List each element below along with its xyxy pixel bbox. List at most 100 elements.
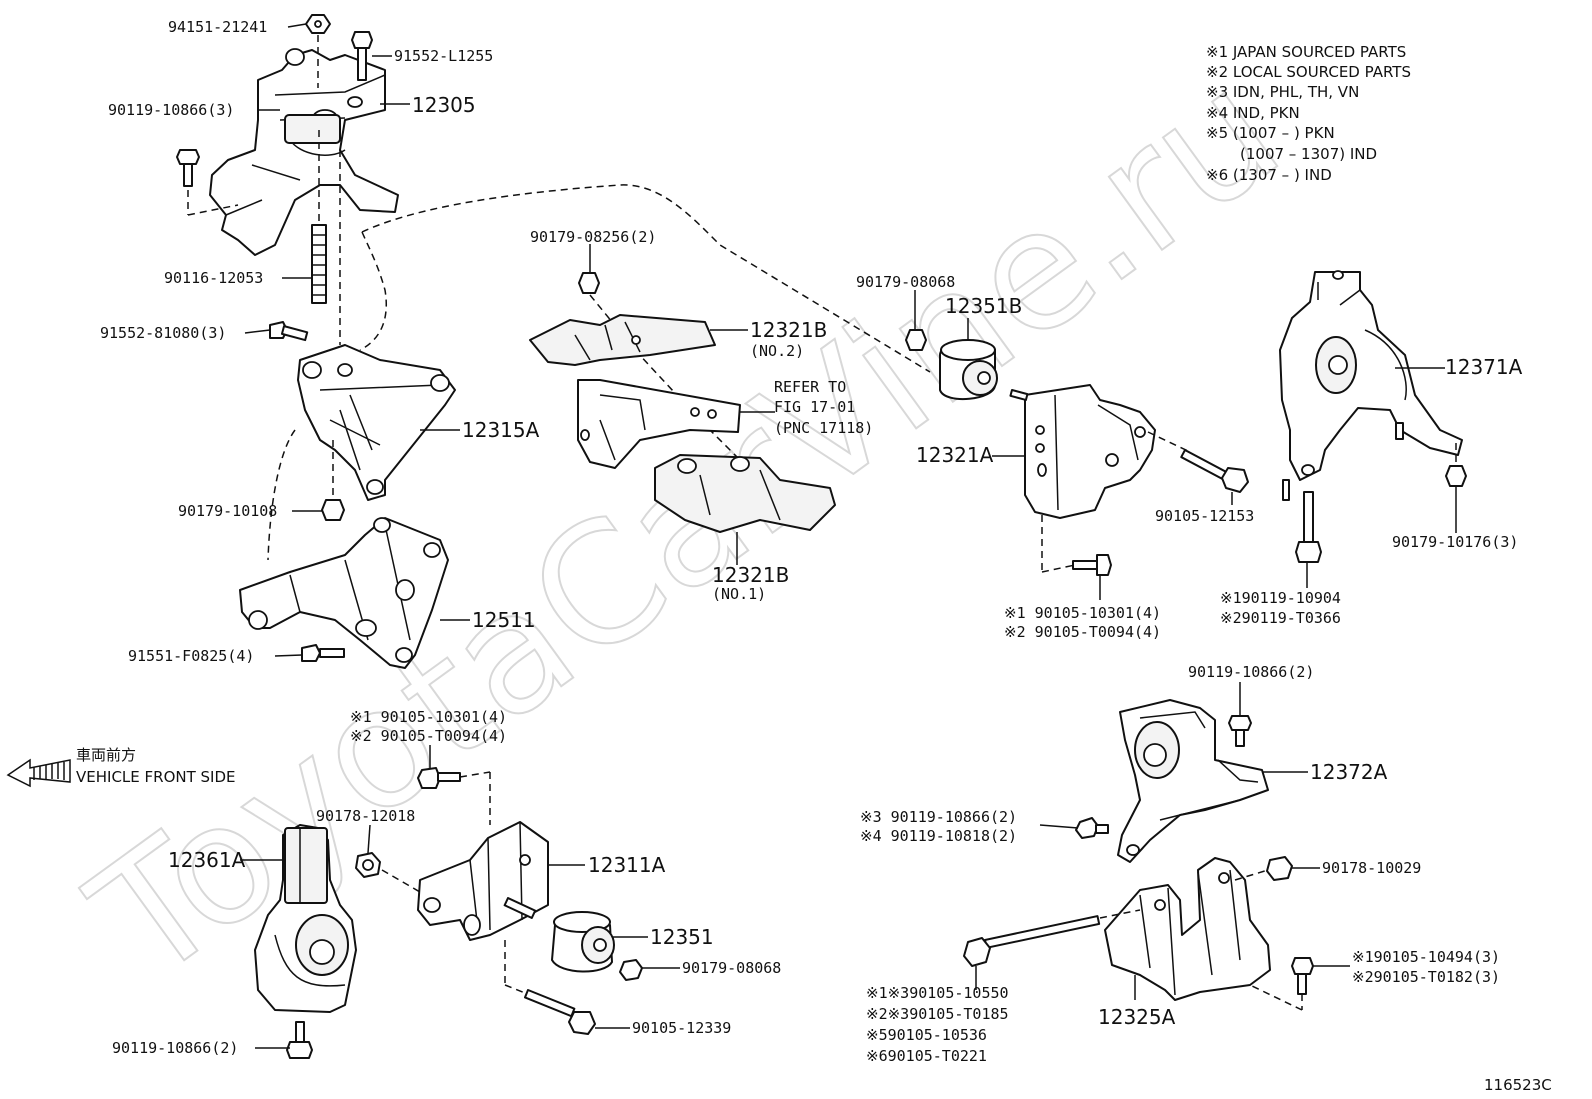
label-90105-t0221: ※690105-T0221 xyxy=(866,1047,987,1065)
label-91552-81080: 91552-81080(3) xyxy=(100,324,226,342)
label-90119-10866-right: 90119-10866(2) xyxy=(1188,663,1314,681)
bolt-90119-10866-bottom-icon xyxy=(286,1021,313,1059)
refer-line1: REFER TO xyxy=(774,378,846,396)
label-90179-10176: 90179-10176(3) xyxy=(1392,533,1518,551)
part-12351-bushing xyxy=(551,911,615,973)
legend-note-3: ※3 IDN, PHL, TH, VN xyxy=(1206,83,1359,101)
bolt-90105-12339-icon xyxy=(524,988,596,1035)
bolt-90119-10866-right-icon xyxy=(1228,715,1252,747)
nut-90179-10176-icon xyxy=(1445,465,1467,487)
part-12311a-bracket xyxy=(417,821,549,941)
part-12325a-bracket xyxy=(1104,857,1271,1001)
label-90178-10029: 90178-10029 xyxy=(1322,859,1421,877)
label-90105-10301-right: ※1 90105-10301(4) xyxy=(1004,604,1161,622)
label-90179-08256: 90179-08256(2) xyxy=(530,228,656,246)
front-label-jp: 車両前方 xyxy=(76,746,136,764)
bolt-90119-10866-icon xyxy=(176,149,200,187)
bolt-90105-10494-icon xyxy=(1291,957,1314,995)
part-12371a-mount xyxy=(1279,270,1463,501)
part-12321a-bracket xyxy=(1009,384,1156,519)
legend-note-1: ※1 JAPAN SOURCED PARTS xyxy=(1206,43,1406,61)
part-12315a-bracket xyxy=(297,344,456,501)
bolt-90119-10904-icon xyxy=(1295,491,1322,563)
part-12305-mount xyxy=(209,48,399,256)
legend-note-5: ※5 (1007 – ) PKN xyxy=(1206,124,1335,142)
label-12321b-no1-sub: (NO.1) xyxy=(712,585,766,603)
label-90119-10818-s4: ※4 90119-10818(2) xyxy=(860,827,1017,845)
label-12325a: 12325A xyxy=(1098,1005,1176,1029)
label-12311a: 12311A xyxy=(588,853,666,877)
legend-note-7: ※6 (1307 – ) IND xyxy=(1206,166,1332,184)
label-12372a: 12372A xyxy=(1310,760,1388,784)
label-90179-08068-bottom: 90179-08068 xyxy=(682,959,781,977)
bolt-91552-81080-icon xyxy=(269,321,309,342)
label-12321b-no2: 12321B xyxy=(750,318,827,342)
refer-line3: (PNC 17118) xyxy=(774,419,873,437)
label-90105-10494: ※190105-10494(3) xyxy=(1352,948,1500,966)
label-90119-10866-bottom: 90119-10866(2) xyxy=(112,1039,238,1057)
label-90178-12018: 90178-12018 xyxy=(316,807,415,825)
label-90119-10866-s3: ※3 90119-10866(2) xyxy=(860,808,1017,826)
part-12511-bracket xyxy=(239,517,449,669)
legend-note-6: (1007 – 1307) IND xyxy=(1240,145,1377,163)
label-90105-12339: 90105-12339 xyxy=(632,1019,731,1037)
part-fig17-01-exhaust-bracket xyxy=(577,379,741,469)
label-90105-10536: ※590105-10536 xyxy=(866,1026,987,1044)
figure-id: 116523C xyxy=(1484,1076,1552,1094)
bolt-90105-10301-right-icon xyxy=(1072,554,1112,576)
label-90119-10866-3: 90119-10866(3) xyxy=(108,101,234,119)
legend-note-4: ※4 IND, PKN xyxy=(1206,104,1300,122)
bolt-90105-10301-left-icon xyxy=(417,767,461,789)
nut-90179-08256-icon xyxy=(578,272,600,294)
bolt-90105-10550-icon xyxy=(963,915,1101,967)
nut-90178-10029-icon xyxy=(1266,856,1293,881)
nut-90178-12018-icon xyxy=(355,852,381,878)
label-94151-21241: 94151-21241 xyxy=(168,18,267,36)
label-91552-l1255: 91552-L1255 xyxy=(394,47,493,65)
label-90116-12053: 90116-12053 xyxy=(164,269,263,287)
nut-94151-21241-icon xyxy=(305,14,331,34)
leader-lines xyxy=(240,23,1457,1049)
label-90105-10550: ※1※390105-10550 xyxy=(866,984,1009,1002)
part-12372a-mount xyxy=(1117,699,1269,863)
part-labels: 94151-21241 91552-L1255 90119-10866(3) 1… xyxy=(100,18,1523,1065)
nut-90179-08068-top-icon xyxy=(905,329,927,351)
label-12351: 12351 xyxy=(650,925,714,949)
part-12321b-no1-heat-insulator xyxy=(654,454,836,533)
label-12351b: 12351B xyxy=(945,294,1022,318)
label-90179-08068-top: 90179-08068 xyxy=(856,273,955,291)
front-label-en: VEHICLE FRONT SIDE xyxy=(76,768,236,786)
refer-line2: FIG 17-01 xyxy=(774,398,855,416)
label-12511: 12511 xyxy=(472,608,536,632)
label-90105-t0182: ※290105-T0182(3) xyxy=(1352,968,1500,986)
label-90119-t0366: ※290119-T0366 xyxy=(1220,609,1341,627)
label-91551-f0825: 91551-F0825(4) xyxy=(128,647,254,665)
nut-90179-08068-bottom-icon xyxy=(619,959,643,981)
bolt-90119-10866-s3-icon xyxy=(1075,817,1109,839)
stud-90116-12053-icon xyxy=(311,224,327,304)
bolt-in-12311a-icon xyxy=(503,897,537,919)
label-90105-10301-left: ※1 90105-10301(4) xyxy=(350,708,507,726)
part-12321b-no2-heat-insulator xyxy=(529,314,716,366)
label-12305: 12305 xyxy=(412,93,476,117)
bolt-91551-f0825-icon xyxy=(301,644,345,662)
assembly-guide-dashed-line-left xyxy=(267,231,387,561)
label-90105-t0185: ※2※390105-T0185 xyxy=(866,1005,1009,1023)
label-90105-t0094-left: ※2 90105-T0094(4) xyxy=(350,727,507,745)
legend-notes: ※1 JAPAN SOURCED PARTS ※2 LOCAL SOURCED … xyxy=(1206,43,1411,184)
label-90105-t0094-right: ※2 90105-T0094(4) xyxy=(1004,623,1161,641)
bolt-90105-12153-icon xyxy=(1180,448,1249,493)
label-90119-10904: ※190119-10904 xyxy=(1220,589,1341,607)
nut-90179-10108-icon xyxy=(321,499,345,521)
legend-note-2: ※2 LOCAL SOURCED PARTS xyxy=(1206,63,1411,81)
label-90179-10108: 90179-10108 xyxy=(178,502,277,520)
label-12321b-no2-sub: (NO.2) xyxy=(750,342,804,360)
label-12371a: 12371A xyxy=(1445,355,1523,379)
part-12361a-mount xyxy=(254,824,357,1013)
part-12351b-bushing xyxy=(939,339,998,401)
label-12321b-no1: 12321B xyxy=(712,563,789,587)
label-12321a: 12321A xyxy=(916,443,994,467)
vehicle-front-arrow-icon xyxy=(6,758,71,788)
label-12361a: 12361A xyxy=(168,848,246,872)
